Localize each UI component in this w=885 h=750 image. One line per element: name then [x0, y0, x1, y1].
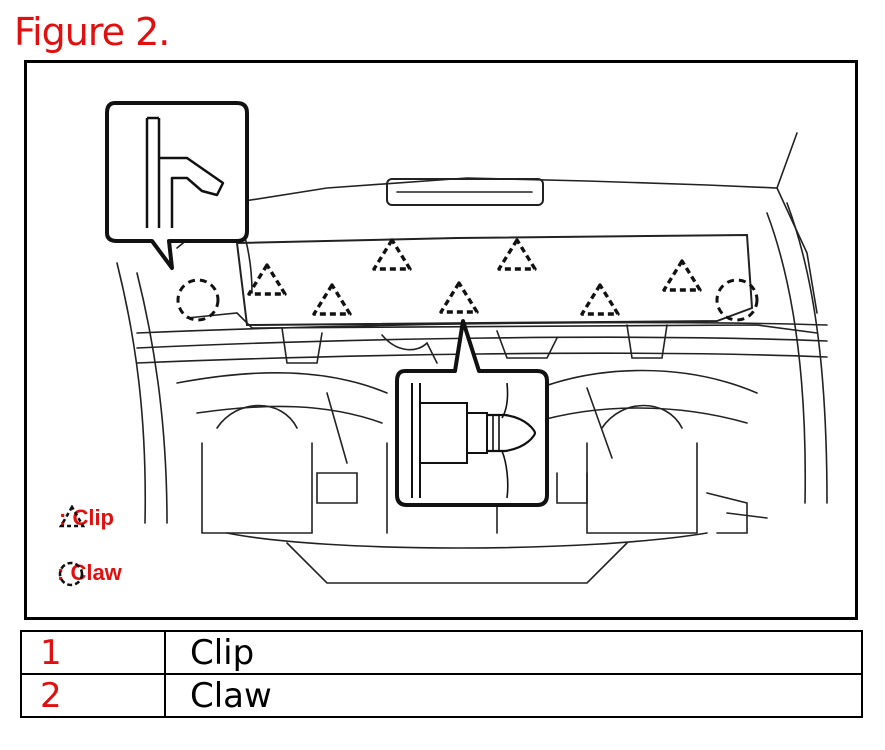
circle-dashed-icon: [58, 561, 84, 587]
claw-marker-right: [715, 278, 759, 322]
clip-marker: [439, 281, 479, 314]
claw-detail-callout: [105, 101, 249, 270]
clip-detail-callout: [395, 319, 549, 507]
reference-table: 1 Clip 2 Claw: [20, 630, 863, 718]
clip-marker: [580, 283, 620, 316]
legend-item-clip: : Clip: [59, 505, 114, 531]
clip-marker: [497, 238, 537, 271]
triangle-dashed-icon: [59, 505, 85, 528]
clip-marker: [312, 283, 352, 316]
row-name: Claw: [164, 673, 863, 718]
diagram-frame: : Clip : Claw: [24, 60, 858, 620]
claw-marker-left: [176, 278, 220, 322]
table-row: 2 Claw: [20, 673, 863, 718]
figure-title: Figure 2.: [14, 10, 170, 54]
diagram-illustration: [105, 101, 828, 584]
row-name: Clip: [164, 630, 863, 675]
clip-marker: [247, 263, 287, 296]
clip-marker: [372, 238, 412, 271]
claw-markers: [176, 278, 759, 322]
vehicle-line-art: [116, 132, 828, 584]
clip-marker: [662, 259, 702, 292]
clip-markers: [247, 238, 702, 316]
row-number: 2: [20, 673, 166, 718]
legend-item-claw: : Claw: [57, 560, 122, 587]
table-row: 1 Clip: [20, 630, 863, 675]
row-number: 1: [20, 630, 166, 675]
